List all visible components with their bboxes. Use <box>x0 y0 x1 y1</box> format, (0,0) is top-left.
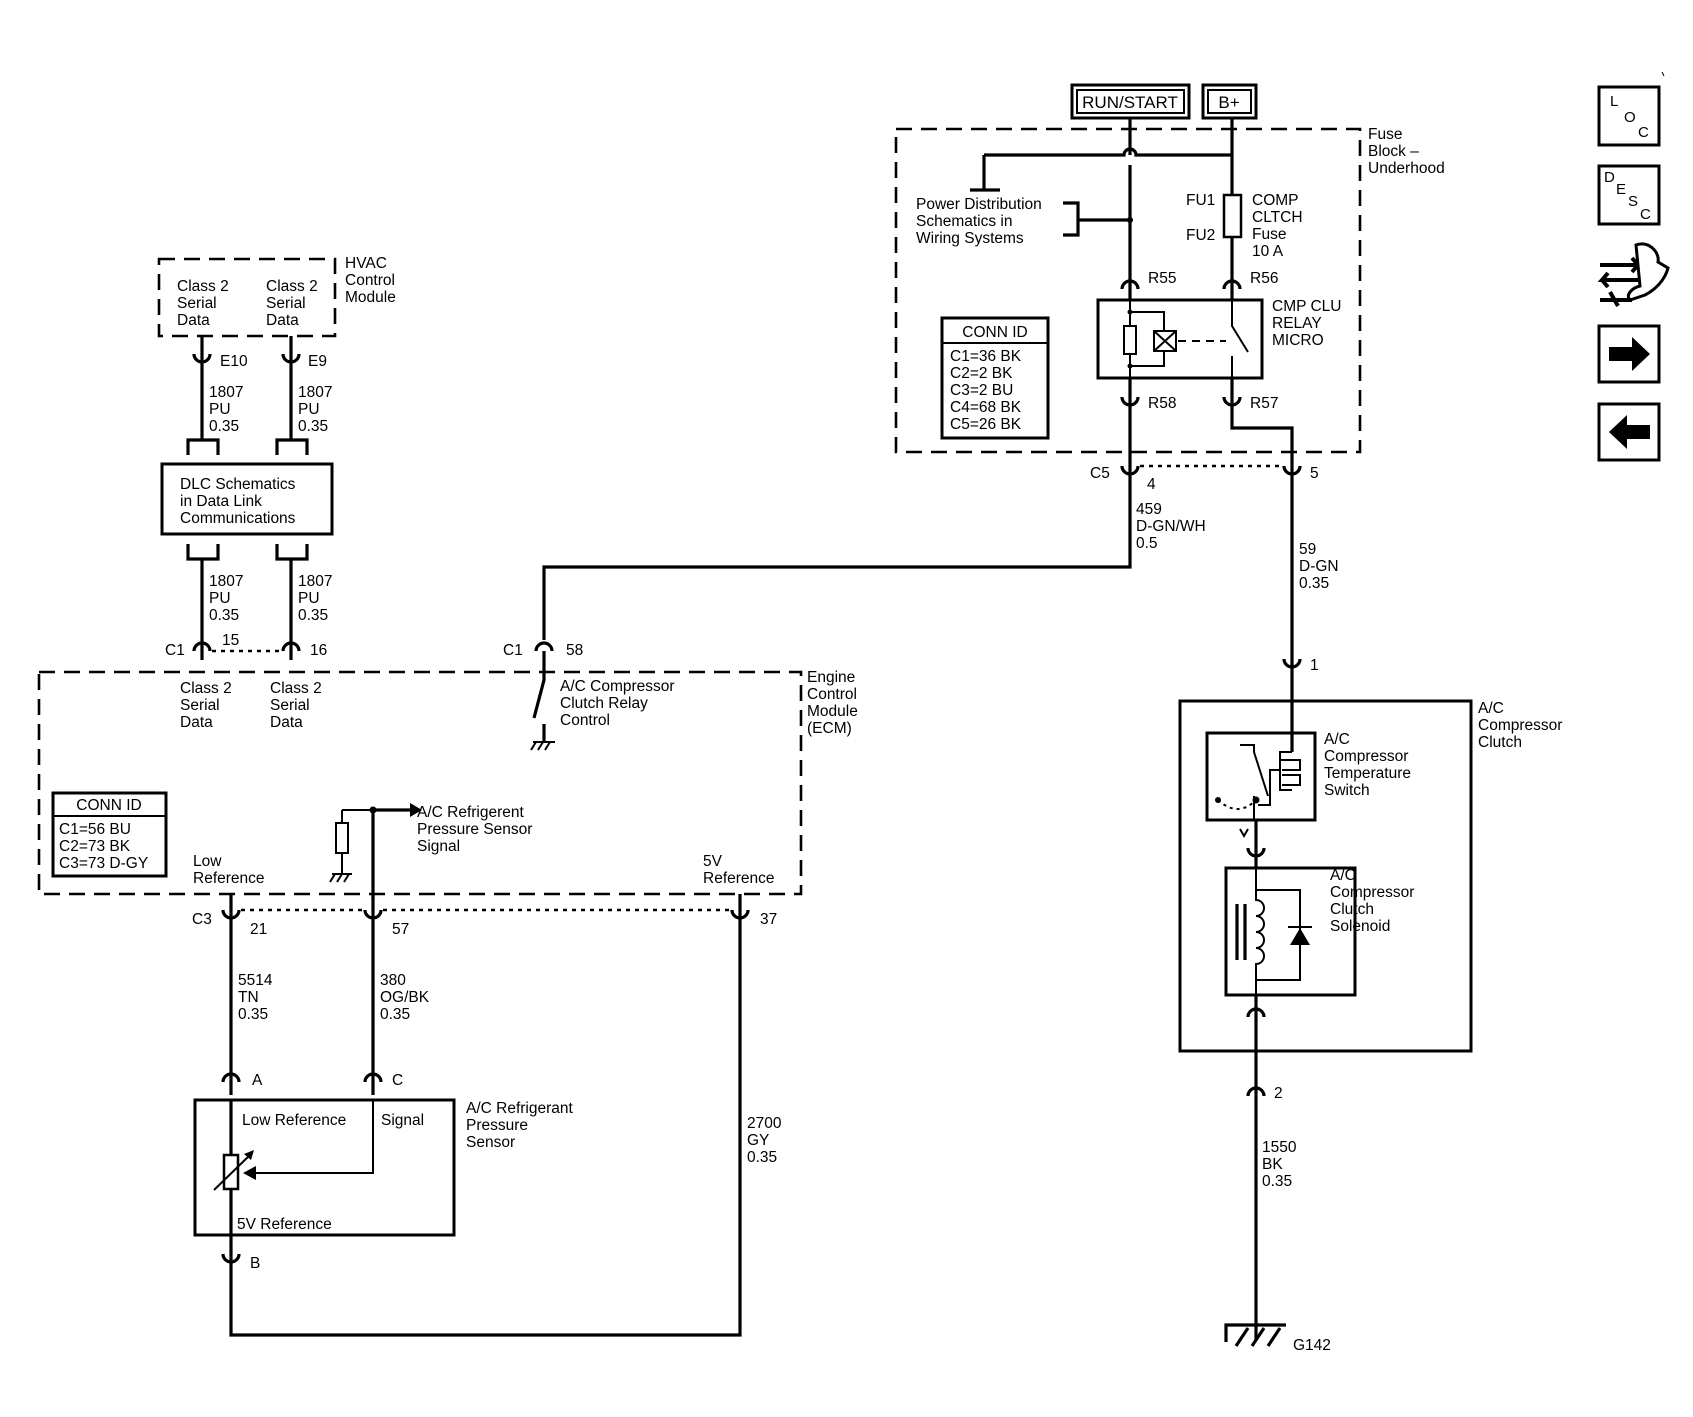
fuse-label: COMP CLTCH Fuse 10 A <box>1252 192 1307 260</box>
bplus-label: B+ <box>1218 93 1239 112</box>
svg-text:C1=56 BU C2=73 BK: C1=56 BU C2=73 BK C3=73 D-GY <box>59 821 148 872</box>
fuse-block: Fuse Block – Underhood Power Distributio… <box>894 118 1445 462</box>
fu1-label: FU1 <box>1186 192 1215 209</box>
svg-text:Class 2 Serial Dat: Class 2 Serial Data <box>266 278 322 329</box>
svg-text:5V Reference: 5V Reference <box>237 1216 332 1233</box>
wire-59-label: 59 D-GN 0.35 <box>1299 541 1343 592</box>
svg-text:16: 16 <box>310 642 327 659</box>
wire-380-label: 380 OG/BK 0.35 <box>380 972 433 1023</box>
ground-g142: 2 1550 BK 0.35 G142 <box>1224 1051 1331 1354</box>
ground-label: G142 <box>1293 1337 1331 1354</box>
arrow-right-button[interactable] <box>1597 324 1661 384</box>
svg-text:E: E <box>1616 181 1626 198</box>
svg-text:Signal: Signal <box>381 1112 424 1129</box>
svg-text:57: 57 <box>392 921 409 938</box>
dlc-schematics-box: DLC Schematics in Data Link Communicatio… <box>160 438 334 660</box>
wire-5514-label: 5514 TN 0.35 <box>238 972 277 1023</box>
loc-button[interactable]: L O C <box>1597 85 1661 147</box>
fu2-label: FU2 <box>1186 227 1215 244</box>
comp-cltch-fuse <box>1222 193 1243 239</box>
svg-text:Class 2 Serial Dat: Class 2 Serial Data <box>177 278 233 329</box>
svg-text:5V Reference: 5V Reference <box>703 853 775 887</box>
arrow-right-icon <box>1609 337 1650 371</box>
svg-text:A: A <box>252 1072 263 1089</box>
r56-label: R56 <box>1250 270 1278 287</box>
pressure-sensor: A C Low Reference Signal 5V Reference A/… <box>193 1072 577 1272</box>
engine-control-module: Engine Control Module (ECM) C1 15 16 Cla… <box>37 632 862 900</box>
relay-label: CMP CLU RELAY MICRO <box>1272 298 1346 349</box>
svg-text:A/C Compressor Clutch Re: A/C Compressor Clutch Relay Control <box>560 678 679 729</box>
svg-text:L: L <box>1610 93 1618 110</box>
power-labels: RUN/START B+ <box>1070 83 1258 120</box>
svg-text:CONN ID: CONN ID <box>962 324 1027 341</box>
svg-text:2: 2 <box>1274 1085 1283 1102</box>
wire-1550-label: 1550 BK 0.35 <box>1262 1139 1301 1190</box>
hvac-title: HVAC Control Module <box>345 255 399 306</box>
svg-text:Low Reference: Low Reference <box>242 1112 346 1129</box>
svg-text:1: 1 <box>1310 657 1319 674</box>
r55-label: R55 <box>1148 270 1176 287</box>
compressor-clutch: 1 A/C Compressor Clutch A/C Compressor T… <box>1178 657 1567 1053</box>
power-distribution-ref: Power Distribution Schematics in Wiring … <box>916 196 1046 247</box>
svg-text:C1=36 BK C2=2 BK: C1=36 BK C2=2 BK C3=2 BU C4=68 BK C5=26 … <box>950 348 1025 433</box>
svg-text:Class 2 Serial Dat: Class 2 Serial Data <box>270 680 326 731</box>
svg-text:15: 15 <box>222 632 239 649</box>
arrow-left-button[interactable] <box>1597 402 1661 462</box>
fuse-block-conn-id: CONN ID C1=36 BK C2=2 BK C3=2 BU C4=68 B… <box>940 316 1050 440</box>
run-start-label: RUN/START <box>1082 93 1178 112</box>
r58-label: R58 <box>1148 395 1176 412</box>
svg-text:58: 58 <box>566 642 583 659</box>
ecm-title: Engine Control Module (ECM) <box>807 669 862 737</box>
svg-text:C3: C3 <box>192 911 212 928</box>
svg-text:S: S <box>1628 193 1638 210</box>
fuse-block-title: Fuse Block – Underhood <box>1368 126 1445 177</box>
svg-text:A/C Compressor Clu: A/C Compressor Clutch Solenoid <box>1330 867 1419 935</box>
svg-text:B: B <box>250 1255 260 1272</box>
wire-1807d-label: 1807 PU 0.35 <box>298 573 337 624</box>
hvac-control-module: HVAC Control Module Class 2 Serial Data … <box>157 255 399 440</box>
svg-text:C: C <box>1638 124 1649 141</box>
wire-1807c-label: 1807 PU 0.35 <box>209 573 248 624</box>
svg-text:4: 4 <box>1147 476 1156 493</box>
c3-connector: C3 21 57 37 <box>192 908 777 938</box>
svg-text:E9: E9 <box>308 353 327 370</box>
svg-text:C5: C5 <box>1090 465 1110 482</box>
svg-text:A/C Refrigerent Pressure: A/C Refrigerent Pressure Sensor Signal <box>417 804 537 855</box>
wire-1807a-label: 1807 PU 0.35 <box>209 384 248 435</box>
svg-text:C1: C1 <box>165 642 185 659</box>
svg-text:D: D <box>1604 169 1615 186</box>
svg-text:CONN ID: CONN ID <box>76 797 141 814</box>
desc-button[interactable]: D E S C <box>1597 164 1661 226</box>
connector-icon[interactable] <box>1597 242 1670 307</box>
svg-text:DLC Schematics in Data L: DLC Schematics in Data Link Communicatio… <box>180 476 300 527</box>
svg-text:21: 21 <box>250 921 267 938</box>
arrow-left-icon <box>1609 415 1650 449</box>
r57-label: R57 <box>1250 395 1278 412</box>
svg-text:C: C <box>1640 206 1651 223</box>
svg-text:A/C Compressor Tem: A/C Compressor Temperature Switch <box>1324 731 1415 799</box>
svg-text:A/C Refrigerant Pressure: A/C Refrigerant Pressure Sensor <box>466 1100 577 1151</box>
wire-1807b-label: 1807 PU 0.35 <box>298 384 337 435</box>
svg-text:5: 5 <box>1310 465 1319 482</box>
wire-2700-label: 2700 GY 0.35 <box>747 1115 786 1166</box>
svg-text:E10: E10 <box>220 353 248 370</box>
ecm-conn-id: CONN ID C1=56 BU C2=73 BK C3=73 D-GY <box>51 791 168 878</box>
svg-text:A/C Compressor Clu: A/C Compressor Clutch <box>1478 700 1567 751</box>
svg-text:Class 2 Serial Dat: Class 2 Serial Data <box>180 680 236 731</box>
cmp-clu-relay <box>1096 298 1264 380</box>
wire-459-label: 459 D-GN/WH 0.5 <box>1136 501 1210 552</box>
svg-text:C: C <box>392 1072 403 1089</box>
svg-text:C1: C1 <box>503 642 523 659</box>
c5-connector: C5 4 5 <box>1090 464 1319 493</box>
svg-text:37: 37 <box>760 911 777 928</box>
svg-text:O: O <box>1624 109 1636 126</box>
svg-text:Low Reference: Low Reference <box>193 853 265 887</box>
